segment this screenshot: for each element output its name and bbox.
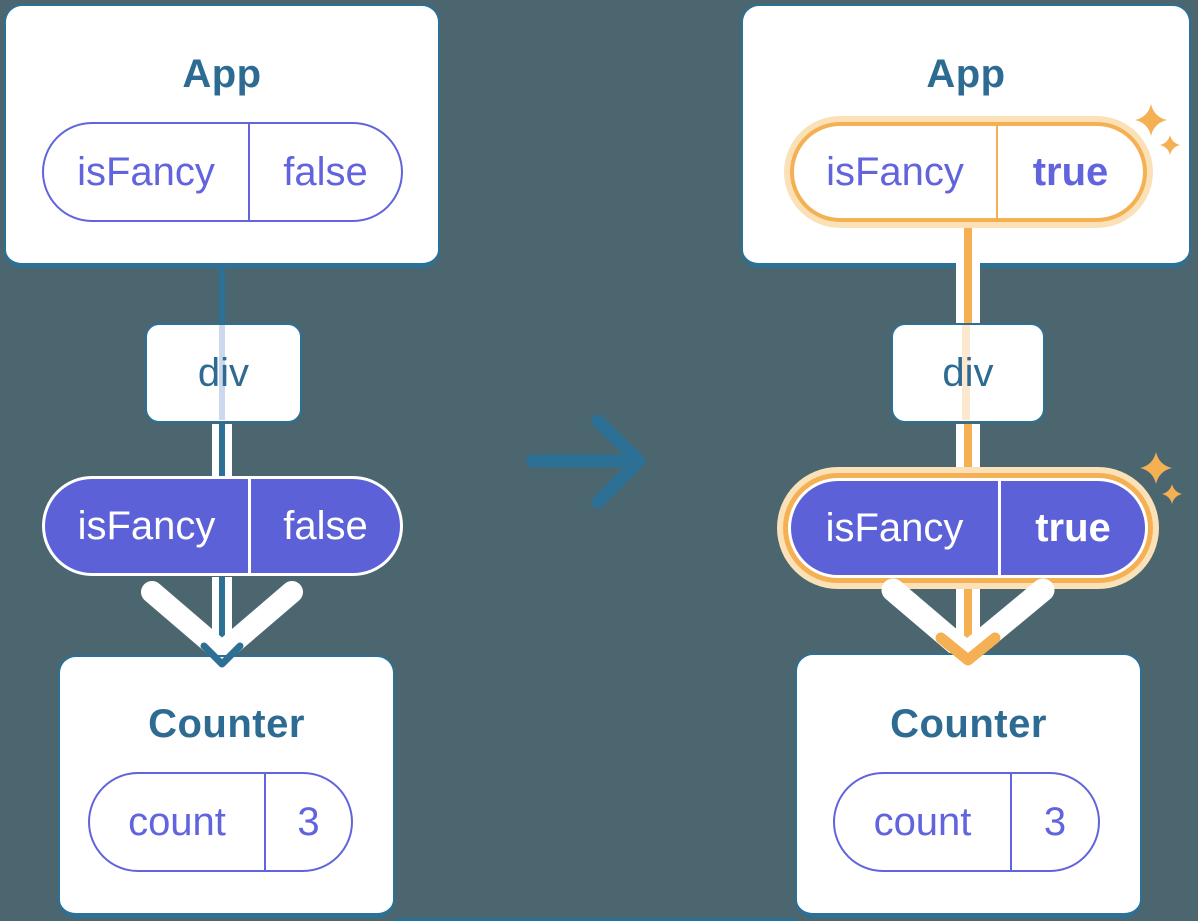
props-pipe: [225, 577, 232, 645]
div-box: div: [891, 323, 1045, 423]
div-label: div: [197, 350, 250, 395]
prop-value: false: [248, 124, 401, 220]
state-name: count: [128, 799, 226, 844]
sparkle-icon: [1140, 452, 1182, 504]
div-label: div: [942, 350, 994, 395]
prop-line-faint: [962, 325, 970, 420]
props-pipe: [964, 424, 972, 480]
arrowhead-icon: [200, 642, 244, 668]
prop-name: isFancy: [826, 149, 964, 194]
props-pipe: [212, 424, 219, 477]
bottom-edge-line: [393, 918, 797, 921]
prop-value: true: [996, 126, 1143, 218]
prop-pill: isFancy false: [42, 122, 403, 222]
state-pill: count 3: [88, 772, 353, 872]
props-pipe: [956, 263, 964, 324]
app-title: App: [182, 52, 262, 96]
props-pipe: [972, 424, 980, 480]
props-pipe: [219, 577, 225, 661]
props-pipe: [956, 424, 964, 480]
prop-name: isFancy: [825, 505, 964, 550]
counter-title: Counter: [148, 702, 305, 746]
div-box: div: [145, 323, 302, 423]
state-value: 3: [1010, 774, 1098, 870]
connector-line: [219, 264, 225, 324]
state-pill: count 3: [833, 772, 1100, 872]
props-pipe: [225, 424, 232, 477]
prop-value: true: [998, 481, 1145, 575]
props-pipe: [964, 580, 972, 657]
props-pipe: [972, 263, 980, 324]
props-pipe: [212, 577, 219, 645]
state-name: count: [873, 799, 972, 844]
props-pipe: [972, 580, 980, 642]
passed-prop-pill: isFancy false: [42, 476, 403, 576]
prop-name: isFancy: [77, 149, 215, 194]
prop-value: false: [248, 479, 400, 573]
down-arrow-icon: [141, 581, 303, 663]
app-title: App: [926, 52, 1006, 96]
state-value: 3: [264, 774, 351, 870]
prop-pill-highlighted: isFancy true: [790, 122, 1147, 222]
arrowhead-icon: [935, 632, 1001, 666]
transition-arrow-icon: [526, 414, 646, 509]
connector-line: [964, 220, 972, 324]
counter-title: Counter: [890, 702, 1047, 746]
props-pipe: [219, 424, 225, 477]
props-pipe: [956, 580, 964, 642]
prop-name: isFancy: [77, 503, 216, 548]
prop-line-faint: [219, 325, 225, 420]
passed-prop-pill-highlighted: isFancy true: [788, 478, 1148, 578]
sparkle-icon: [1135, 104, 1180, 155]
